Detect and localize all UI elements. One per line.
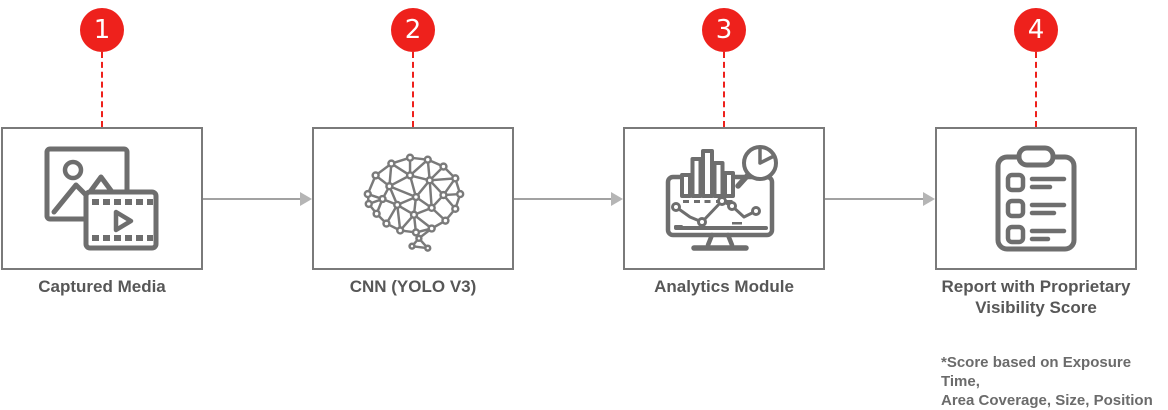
flow-arrow-1 [203, 192, 312, 206]
step-number-badge: 3 [702, 8, 746, 52]
step-cnn: 2 [312, 0, 514, 320]
step-label: Analytics Module [654, 277, 794, 296]
flow-arrow-3 [825, 192, 935, 206]
step-label: Report with Proprietary Visibility Score [941, 277, 1131, 317]
dashed-connector-line [723, 52, 725, 127]
step-number-badge: 4 [1014, 8, 1058, 52]
analytics-monitor-icon [665, 144, 778, 251]
report-checklist-icon [995, 145, 1077, 251]
step-report: 4 Report with Proprietary Visibility Sco… [935, 0, 1137, 320]
step-analytics-module: 3 [623, 0, 825, 320]
step-box [1, 127, 203, 270]
step-number-badge: 1 [80, 8, 124, 52]
step-captured-media: 1 Captured [1, 0, 203, 320]
dashed-connector-line [412, 52, 414, 127]
dashed-connector-line [101, 52, 103, 127]
footnote-line-1: *Score based on Exposure Time, [941, 354, 1132, 390]
flow-arrow-2 [514, 192, 623, 206]
step-label: Captured Media [38, 277, 166, 296]
footnote-line-2: Area Coverage, Size, Position [941, 392, 1153, 409]
step-number-badge: 2 [391, 8, 435, 52]
dashed-connector-line [1035, 52, 1037, 127]
step-box [312, 127, 514, 270]
step-box [935, 127, 1137, 270]
captured-media-icon [44, 146, 159, 250]
score-footnote: *Score based on Exposure Time, Area Cove… [941, 353, 1168, 410]
step-box [623, 127, 825, 270]
brain-network-icon [363, 153, 465, 252]
step-label: CNN (YOLO V3) [349, 277, 477, 296]
